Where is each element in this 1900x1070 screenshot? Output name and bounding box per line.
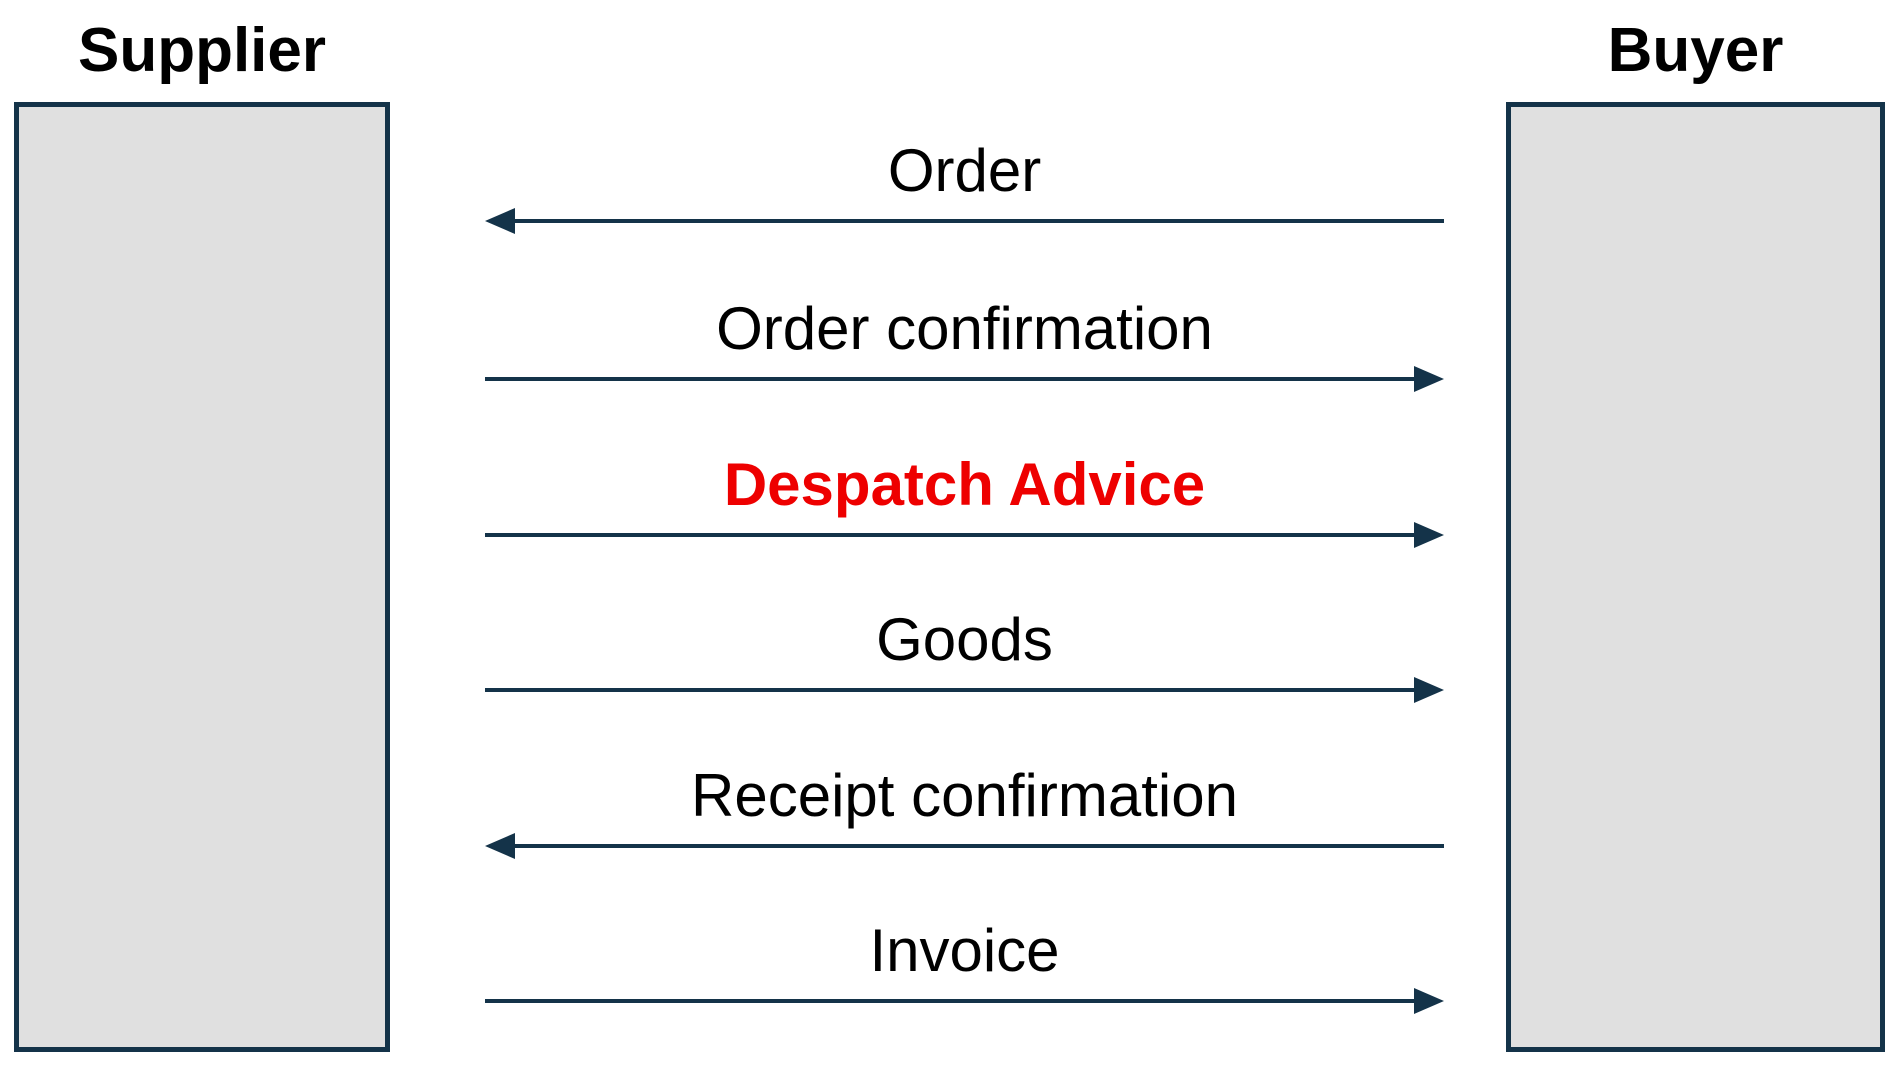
- message-arrow: [485, 677, 1444, 703]
- message-row-invoice: Invoice: [485, 886, 1444, 1018]
- actor-supplier-label: Supplier: [77, 15, 327, 85]
- message-row-goods: Goods: [485, 575, 1444, 707]
- message-label: Order: [887, 137, 1042, 204]
- message-label: Receipt confirmation: [691, 762, 1238, 829]
- arrow-left-icon: [485, 833, 515, 859]
- actor-supplier-box: [14, 102, 390, 1052]
- message-arrow: [485, 522, 1444, 548]
- arrow-line: [485, 999, 1418, 1003]
- message-arrow: [485, 366, 1444, 392]
- message-arrow: [485, 208, 1444, 234]
- message-arrow: [485, 988, 1444, 1014]
- arrow-line: [485, 533, 1418, 537]
- arrow-right-icon: [1414, 522, 1444, 548]
- arrow-line: [485, 688, 1418, 692]
- message-arrow: [485, 833, 1444, 859]
- arrow-right-icon: [1414, 677, 1444, 703]
- arrow-line: [511, 219, 1444, 223]
- message-label: Invoice: [869, 917, 1060, 984]
- message-label: Goods: [876, 606, 1053, 673]
- arrow-left-icon: [485, 208, 515, 234]
- actor-buyer-box: [1506, 102, 1885, 1052]
- message-label-highlighted: Despatch Advice: [723, 451, 1206, 518]
- arrow-line: [511, 844, 1444, 848]
- message-label: Order confirmation: [716, 295, 1213, 362]
- message-lane: Order Order confirmation Despatch Advice…: [485, 0, 1444, 1070]
- message-row-despatch-advice: Despatch Advice: [485, 420, 1444, 552]
- actor-buyer-label: Buyer: [1607, 15, 1784, 85]
- arrow-line: [485, 377, 1418, 381]
- arrow-right-icon: [1414, 366, 1444, 392]
- message-row-order-confirmation: Order confirmation: [485, 264, 1444, 396]
- arrow-right-icon: [1414, 988, 1444, 1014]
- message-row-receipt-confirmation: Receipt confirmation: [485, 731, 1444, 863]
- message-row-order: Order: [485, 106, 1444, 238]
